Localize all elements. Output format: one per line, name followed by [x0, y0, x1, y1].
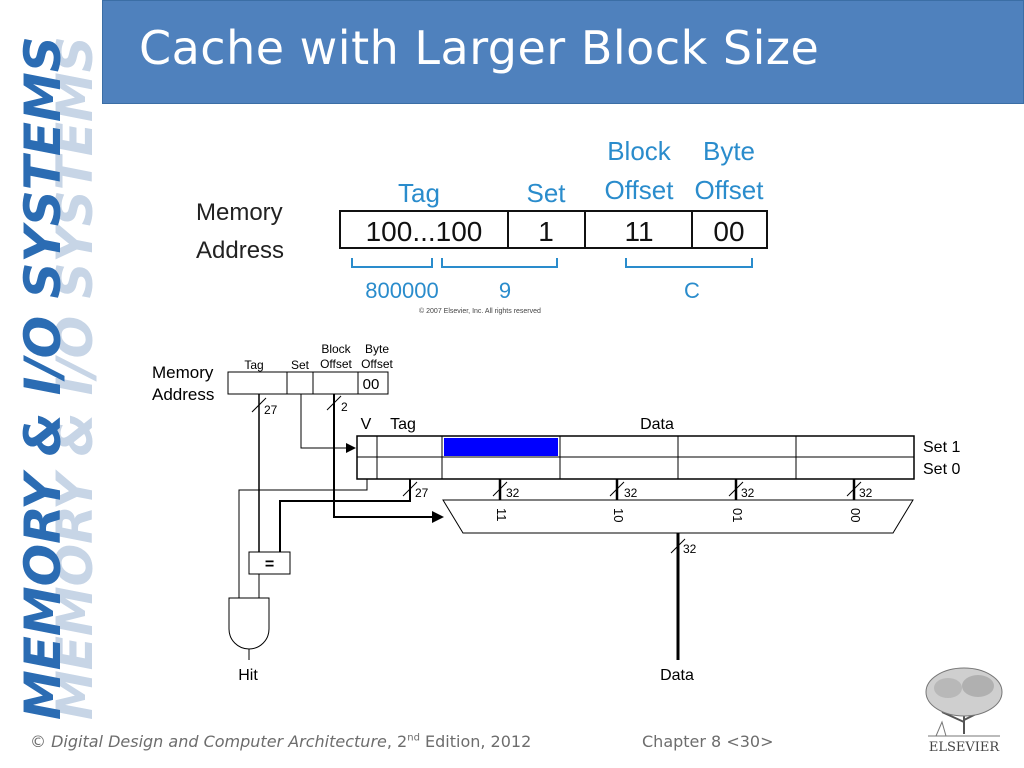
tag-field-header: Tag: [398, 178, 440, 208]
address-box: [339, 210, 768, 249]
cache-tag-wire: [279, 479, 411, 552]
column-tag-header: Tag: [390, 416, 416, 433]
hit-and-gate: [228, 597, 270, 650]
set-hex-bracket: [441, 258, 558, 268]
set-hex-value: 9: [499, 278, 511, 303]
offset-width-slash: [326, 395, 342, 411]
word-bus-slash-4: [846, 481, 862, 497]
word-bus-label-4: 32: [859, 486, 873, 500]
schematic-set-header: Set: [291, 358, 310, 372]
mux-input-label-4: 00: [848, 508, 863, 522]
elsevier-logo-text: ELSEVIER: [929, 740, 1001, 755]
address-label-line2: Address: [196, 237, 284, 264]
sidebar: MEMORY & I/O SYSTEMS MEMORY & I/O SYSTEM…: [0, 0, 100, 768]
tag-bus-slash: [402, 481, 418, 497]
schematic-address-register: [227, 371, 389, 395]
tree-icon: [925, 667, 1003, 737]
mux-output-slash: [670, 538, 686, 554]
comparator-symbol: =: [265, 556, 274, 573]
address-label-line1: Memory: [196, 199, 283, 226]
sidebar-title: MEMORY & I/O SYSTEMS: [14, 36, 72, 720]
block-offset-header-1: Block: [607, 136, 672, 166]
word-bus-slash-1: [492, 481, 508, 497]
footer-copyright-symbol: ©: [30, 732, 46, 751]
elsevier-logo: ELSEVIER: [925, 667, 1003, 755]
tag-field-value: 100...100: [366, 216, 483, 247]
mux-input-label-2: 10: [611, 508, 626, 522]
set0-label: Set 0: [923, 461, 960, 478]
highlighted-word: [444, 438, 558, 456]
offset-width-label: 2: [341, 400, 348, 414]
word-bus-slash-2: [609, 481, 625, 497]
schematic-address-label-2: Address: [152, 385, 214, 404]
tag-hex-bracket: [351, 258, 433, 268]
offset-hex-value: C: [684, 278, 700, 303]
footer-edition-post: Edition, 2012: [419, 732, 532, 751]
word-bus-slash-3: [728, 481, 744, 497]
schematic-tag-header: Tag: [244, 358, 263, 372]
word-bus-label-1: 32: [506, 486, 520, 500]
slide-title: Cache with Larger Block Size: [139, 21, 820, 75]
set-field-header: Set: [526, 178, 566, 208]
cache-diagram: Memory Address Tag Set Block Offset Byte…: [152, 136, 960, 684]
set1-label: Set 1: [923, 439, 960, 456]
data-output-label: Data: [660, 667, 694, 684]
offset-hex-bracket: [625, 258, 753, 268]
footer-edition-pre: , 2: [386, 732, 408, 751]
hit-label: Hit: [238, 667, 258, 684]
mux-input-label-1: 11: [494, 508, 509, 522]
schematic-block-header-1: Block: [321, 342, 351, 356]
block-offset-header-2: Offset: [605, 175, 675, 205]
figure-copyright: © 2007 Elsevier, Inc. All rights reserve…: [419, 307, 541, 315]
word-bus-label-2: 32: [624, 486, 638, 500]
block-offset-arrow: [432, 511, 444, 523]
schematic-byte-value: 00: [363, 376, 380, 393]
sidebar-title-reflection: MEMORY & I/O SYSTEMS: [46, 36, 100, 720]
valid-wire: [238, 479, 368, 598]
mux-output-width: 32: [683, 542, 697, 556]
schematic-address-label-1: Memory: [152, 363, 214, 382]
multiplexer: [442, 499, 914, 534]
footer-chapter: Chapter 8 <30>: [642, 732, 774, 751]
tag-width-label: 27: [264, 403, 278, 417]
footer-citation: © Digital Design and Computer Architectu…: [30, 732, 531, 751]
block-offset-wire: [333, 394, 440, 518]
tag-hex-value: 800000: [365, 278, 438, 303]
tag-bus-label: 27: [415, 486, 429, 500]
tag-width-slash: [251, 397, 267, 413]
set-wire-arrow: [346, 443, 356, 453]
byte-offset-header-2: Offset: [695, 175, 765, 205]
footer-edition-sup: nd: [407, 732, 420, 744]
byte-offset-header-1: Byte: [703, 136, 755, 166]
byte-offset-value: 00: [713, 216, 744, 247]
word-bus-label-3: 32: [741, 486, 755, 500]
schematic-byte-header-1: Byte: [365, 342, 389, 356]
mux-input-label-3: 01: [730, 508, 745, 522]
set-wire: [300, 394, 354, 449]
column-data-header: Data: [640, 416, 674, 433]
schematic-byte-header-2: Offset: [361, 357, 393, 371]
schematic-block-header-2: Offset: [320, 357, 352, 371]
footer-book-title: Digital Design and Computer Architecture: [51, 732, 387, 751]
address-breakdown: Memory Address Tag Set Block Offset Byte…: [196, 136, 768, 315]
cache-schematic: Memory Address Tag Set Block Offset Byte…: [152, 342, 960, 684]
tag-comparator: [248, 551, 291, 575]
block-offset-value: 11: [624, 216, 653, 247]
column-v-header: V: [361, 416, 372, 433]
set-field-value: 1: [538, 216, 554, 247]
